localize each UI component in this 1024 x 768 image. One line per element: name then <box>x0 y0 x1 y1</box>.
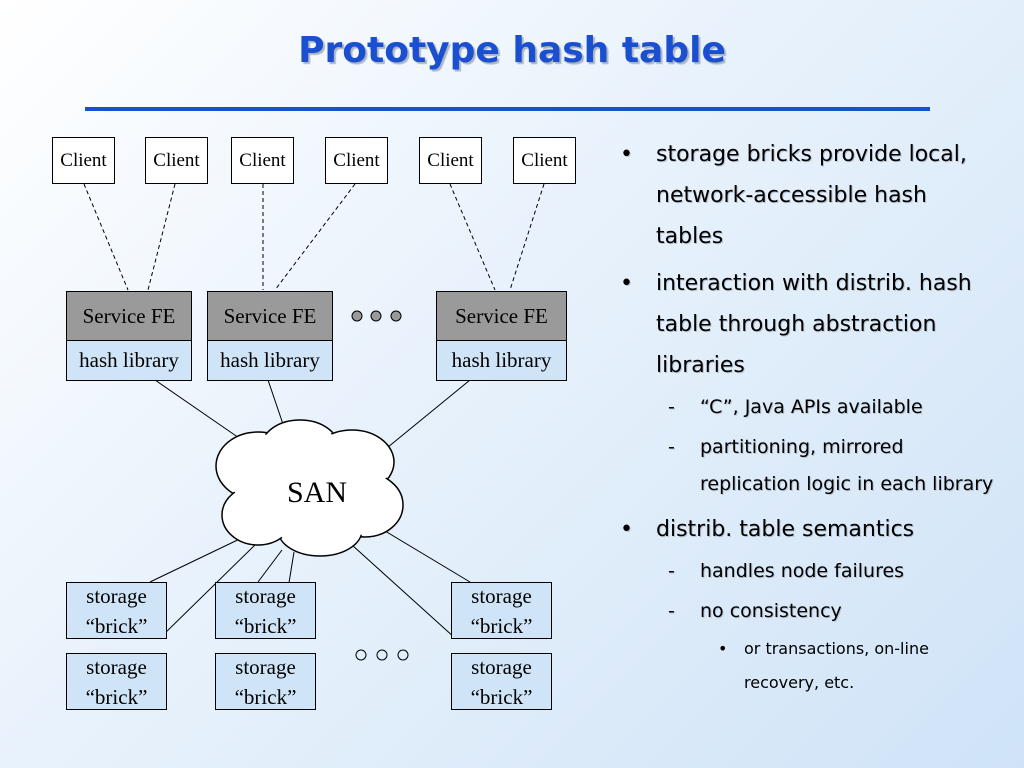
library-link <box>267 379 286 431</box>
san-label: SAN <box>286 476 347 509</box>
client-link <box>83 183 129 291</box>
bullet-list: • storage bricks provide local, network-… <box>600 128 1000 700</box>
client-box: Client <box>513 137 576 184</box>
service-fe-box: Service FE <box>66 291 192 341</box>
sub-bullet-text: partitioning, mirrored replication logic… <box>700 436 994 495</box>
storage-brick-box: storage “brick” <box>451 653 552 710</box>
hash-library-box: hash library <box>436 340 567 381</box>
service-fe-box: Service FE <box>207 291 333 341</box>
bullet-marker: • <box>620 271 633 296</box>
brick-line: “brick” <box>470 613 533 638</box>
sub-bullet-item: - no consistency <box>600 593 1000 630</box>
client-box: Client <box>52 137 115 184</box>
sub-bullet-marker: - <box>668 436 675 458</box>
client-link <box>509 183 545 291</box>
sub-bullet-item: - handles node failures <box>600 553 1000 590</box>
sub-bullet-item: - partitioning, mirrored replication log… <box>600 429 1000 503</box>
bullet-text: storage bricks provide local, network-ac… <box>656 142 967 249</box>
client-box: Client <box>419 137 482 184</box>
bullet-text: distrib. table semantics <box>656 517 915 542</box>
brick-line: storage <box>471 654 532 679</box>
sub-bullet-text: no consistency <box>700 600 842 622</box>
brick-line: “brick” <box>234 684 297 709</box>
bullet-item: • storage bricks provide local, network-… <box>600 134 1000 257</box>
client-link <box>147 183 176 291</box>
hash-library-box: hash library <box>207 340 333 381</box>
bullet-marker: • <box>620 142 633 167</box>
storage-brick-box: storage “brick” <box>215 582 316 639</box>
client-box: Client <box>325 137 388 184</box>
brick-line: “brick” <box>85 684 148 709</box>
brick-line: storage <box>86 583 147 608</box>
sub-sub-bullet-marker: • <box>718 639 728 658</box>
hash-library-box: hash library <box>66 340 192 381</box>
storage-brick-box: storage “brick” <box>66 582 167 639</box>
brick-line: “brick” <box>234 613 297 638</box>
slide-title: Prototype hash table <box>298 30 726 71</box>
bullet-item: • interaction with distrib. hash table t… <box>600 263 1000 386</box>
brick-line: storage <box>235 654 296 679</box>
client-link <box>274 183 356 291</box>
brick-line: storage <box>471 583 532 608</box>
sub-sub-bullet-item: • or transactions, on-line recovery, etc… <box>600 632 1000 700</box>
library-link <box>154 379 243 441</box>
sub-bullet-item: - “C”, Java APIs available <box>600 389 1000 426</box>
sub-bullet-text: handles node failures <box>700 560 905 582</box>
sub-bullet-text: “C”, Java APIs available <box>700 396 923 418</box>
bullet-item: • distrib. table semantics <box>600 509 1000 550</box>
brick-link <box>159 539 261 639</box>
sub-bullet-marker: - <box>668 560 675 582</box>
architecture-diagram <box>83 183 545 661</box>
brick-line: storage <box>86 654 147 679</box>
bullet-text: interaction with distrib. hash table thr… <box>656 271 972 378</box>
storage-brick-box: storage “brick” <box>66 653 167 710</box>
sub-bullet-marker: - <box>668 396 675 418</box>
client-box: Client <box>231 137 294 184</box>
brick-line: “brick” <box>470 684 533 709</box>
brick-ellipsis <box>355 649 409 661</box>
service-fe-box: Service FE <box>436 291 567 341</box>
brick-link <box>257 549 283 583</box>
library-link <box>381 379 471 453</box>
bullet-marker: • <box>620 517 633 542</box>
brick-link <box>351 544 456 639</box>
brick-link <box>379 527 471 583</box>
client-link <box>449 183 496 291</box>
brick-link <box>149 534 249 583</box>
brick-line: “brick” <box>85 613 148 638</box>
storage-brick-box: storage “brick” <box>451 582 552 639</box>
frontend-ellipsis <box>351 310 402 322</box>
storage-brick-box: storage “brick” <box>215 653 316 710</box>
sub-sub-bullet-text: or transactions, on-line recovery, etc. <box>744 639 929 692</box>
sub-bullet-marker: - <box>668 600 675 622</box>
client-box: Client <box>145 137 208 184</box>
brick-line: storage <box>235 583 296 608</box>
title-underline <box>85 107 930 111</box>
